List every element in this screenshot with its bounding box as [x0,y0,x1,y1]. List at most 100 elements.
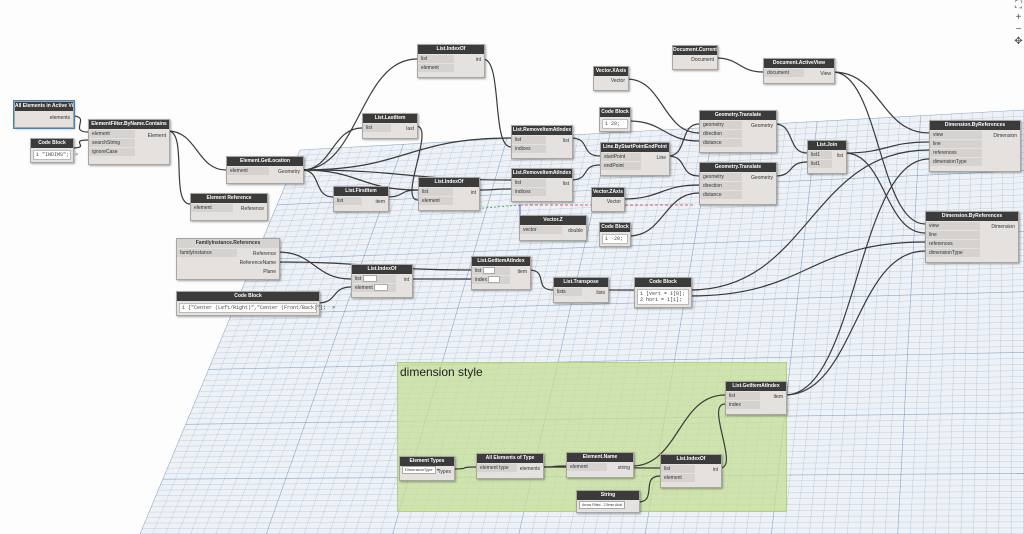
input-port[interactable]: element type [477,464,517,472]
output-port[interactable]: View [820,71,831,77]
node-document-current[interactable]: Document.Current Document [672,45,718,70]
output-port[interactable]: list [562,181,569,187]
code-editor[interactable]: 1 ["Center (Left/Right)","Center (Front/… [179,303,335,313]
output-port[interactable]: Vector [610,78,625,84]
code-editor[interactable]: 1 "INDIMS"; > [33,150,78,160]
node-remove-item-2[interactable]: List.RemoveItemAtIndex list indices list [511,168,573,202]
node-vector-xaxis[interactable]: Vector.XAxis Vector [593,66,629,91]
node-string[interactable]: String Arrow Filled - 2.5mm Arial [576,490,640,513]
node-elementfilter-byname[interactable]: ElementFilter.ByName.Contains element se… [88,119,170,165]
code-editor[interactable]: 1 20; [602,119,628,129]
input-port[interactable]: element [89,130,135,138]
input-port[interactable]: list [661,465,695,473]
input-port[interactable]: element [567,463,607,471]
input-port[interactable]: list [334,197,362,205]
output-port[interactable]: last [406,126,414,132]
output-port[interactable]: item [375,199,385,205]
output-port[interactable]: elements [49,115,70,121]
input-port[interactable]: line [930,140,982,148]
node-element-getlocation[interactable]: Element.GetLocation element Geometry [226,156,304,184]
input-port[interactable]: vector [520,226,562,234]
input-port[interactable]: startPoint [601,153,641,161]
output-port[interactable]: ReferenceName [239,260,276,266]
node-list-indexof-group[interactable]: List.IndexOf list element int [660,454,722,488]
input-port[interactable]: familyInstance [177,249,237,257]
element-input-box[interactable] [374,284,389,292]
input-port[interactable]: geometry [700,173,742,181]
input-port[interactable]: list [726,392,760,400]
output-port[interactable]: Element [147,133,166,139]
input-port[interactable]: list [419,188,453,196]
node-list-indexof-low[interactable]: List.IndexOf list element int [351,264,413,298]
node-list-firstitem[interactable]: List.FirstItem list item [333,186,389,212]
input-port[interactable]: list1 [808,151,832,159]
input-port[interactable]: index [726,401,760,409]
input-port[interactable]: endPoint [601,162,641,170]
output-port[interactable]: elements [519,466,540,472]
node-list-lastitem[interactable]: List.LastItem list last [362,113,418,139]
node-element-name[interactable]: Element.Name element string [566,452,634,478]
node-list-getitematindex[interactable]: List.GetItemAtIndex list index item [471,256,531,290]
input-port[interactable]: direction [700,182,742,190]
input-port[interactable]: document [764,69,804,77]
node-code-block[interactable]: Code Block 1 "INDIMS"; > [30,138,78,163]
node-element-reference[interactable]: Element Reference element Reference [190,193,268,221]
output-port[interactable]: int [712,467,718,473]
node-all-elements-view[interactable]: All Elements in Active View elements [13,100,75,129]
element-type-dropdown[interactable]: DimensionType [402,466,436,474]
input-port[interactable]: element [355,285,373,291]
node-remove-item-1[interactable]: List.RemoveItemAtIndex list indices list [511,125,573,159]
output-port[interactable]: Line [656,155,666,161]
output-port[interactable]: Document [691,57,714,63]
input-port[interactable]: view [930,131,982,139]
list-input-box[interactable] [362,275,377,283]
output-port[interactable]: item [517,269,527,275]
node-list-transpose[interactable]: List.Transpose lists lists [553,277,609,303]
output-port[interactable]: Geometry [278,169,300,175]
pan-icon[interactable]: ✥ [1014,36,1023,47]
node-dimension-byreferences-2[interactable]: Dimension.ByReferences view line referen… [925,211,1019,263]
input-port[interactable]: indices [512,145,546,153]
input-port[interactable]: element [191,204,233,212]
node-code-block[interactable]: Code Block 1 ["Center (Left/Right)","Cen… [176,291,335,316]
code-editor[interactable]: 1 -20; [602,234,628,244]
output-port[interactable]: int [475,57,481,63]
input-port[interactable]: distance [700,139,742,147]
string-input[interactable]: Arrow Filled - 2.5mm Arial [579,501,626,509]
input-port[interactable]: references [930,149,982,157]
output-port[interactable]: lists [596,290,605,296]
input-port[interactable]: list [475,268,482,274]
input-port[interactable]: ignoreCase [89,148,135,156]
node-vector-z[interactable]: Vector.Z vector double [519,215,587,241]
output-port[interactable]: Vector [606,199,621,205]
output-port[interactable]: Types [437,469,451,475]
index-input-box[interactable] [488,276,501,284]
list-input-box[interactable] [482,267,495,275]
output-port[interactable]: list [562,138,569,144]
input-port[interactable]: list [418,55,454,63]
output-port[interactable]: item [773,394,783,400]
output-port[interactable]: Reference [252,251,276,257]
code-editor[interactable]: 1 [vert = 1[0]; 2 hori = 1[1]; [637,289,689,305]
node-document-activeview[interactable]: Document.ActiveView document View [763,58,835,84]
output-port[interactable]: double [567,228,583,234]
input-port[interactable]: searchString [89,139,135,147]
input-port[interactable]: list [512,179,546,187]
node-code-block[interactable]: Code Block 1 -20; [599,222,631,247]
zoom-in-icon[interactable]: + [1015,12,1022,23]
output-port[interactable]: Plane [263,269,276,275]
node-dimension-byreferences-1[interactable]: Dimension.ByReferences view line referen… [929,120,1021,172]
output-port[interactable]: Geometry [751,175,773,181]
output-port[interactable]: Reference [240,206,264,212]
zoom-out-icon[interactable]: − [1015,24,1022,35]
output-port[interactable]: Dimension [993,133,1017,139]
node-list-join[interactable]: List.Join list1 list1 list [807,140,847,174]
node-geometry-translate-2[interactable]: Geometry.Translate geometry direction di… [699,162,777,205]
input-port[interactable]: list [363,124,391,132]
input-port[interactable]: dimensionType [930,158,982,166]
input-port[interactable]: element [418,64,454,72]
node-code-block[interactable]: Code Block 1 [vert = 1[0]; 2 hori = 1[1]… [634,277,692,308]
input-port[interactable]: element [419,197,453,205]
zoom-fit-icon[interactable]: ⛶ [1015,0,1022,11]
